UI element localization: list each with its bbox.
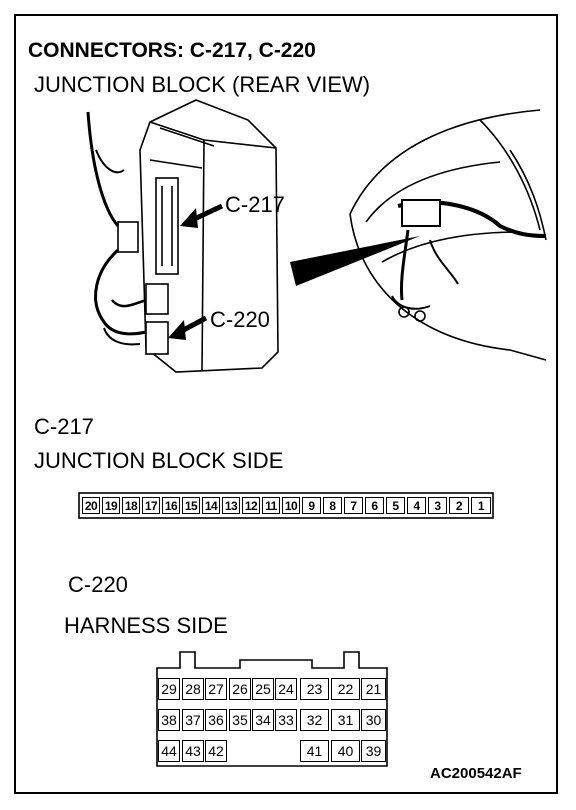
c220-pin: 43 [182,740,204,762]
c217-pin: 19 [102,497,120,514]
c220-pin: 34 [252,709,274,731]
c220-housing-lower [145,321,169,355]
c217-pin: 10 [282,497,300,514]
c217-pin: 17 [142,497,160,514]
c220-side-label: HARNESS SIDE [64,613,228,638]
c217-pin: 1 [471,497,491,514]
c217-side-label: JUNCTION BLOCK SIDE [34,448,284,473]
c220-pin: 38 [158,709,180,731]
c217-section-title: C-217 [34,414,94,439]
c217-housing [155,177,179,275]
figure-subtitle: JUNCTION BLOCK (REAR VIEW) [34,72,371,97]
c217-pin: 20 [82,497,100,514]
c220-housing-upper [145,283,169,315]
c217-pin: 8 [323,497,342,514]
c220-pin: 23 [300,678,329,700]
c217-pin: 4 [407,497,426,514]
c220-pin: 28 [182,678,204,700]
c217-pin: 12 [242,497,260,514]
c220-pin: 31 [331,709,360,731]
c220-pin: 21 [361,678,386,700]
dashboard-outline [349,109,541,215]
c217-pin: 15 [182,497,200,514]
c217-pin: 18 [122,497,140,514]
location-connector [401,199,441,227]
c220-pin: 32 [300,709,329,731]
c220-pin: 29 [158,678,180,700]
c217-pin: 9 [302,497,321,514]
c220-pin: 41 [300,740,329,762]
wire-harness [86,111,120,227]
figure-title: CONNECTORS: C-217, C-220 [28,39,316,62]
c217-pin: 11 [262,497,280,514]
c217-pin: 5 [386,497,405,514]
c217-callout-label: C-217 [225,192,285,217]
c220-pin: 37 [182,709,204,731]
c220-pin: 44 [158,740,180,762]
c217-connector-outline [78,492,494,519]
c220-connector-outline [156,651,388,767]
c217-pin: 7 [344,497,363,514]
c220-pin: 33 [275,709,297,731]
c220-pin: 27 [205,678,227,700]
c220-pin: 42 [205,740,227,762]
c217-pin: 14 [202,497,220,514]
c220-pin: 36 [205,709,227,731]
c220-section-title: C-220 [68,572,128,597]
c220-pin: 39 [361,740,386,762]
c220-pin: 24 [275,678,297,700]
c220-pin: 30 [361,709,386,731]
c217-pin: 2 [449,497,469,514]
figure-frame [14,14,558,794]
figure-code: AC200542AF [430,765,522,782]
c217-pin: 3 [428,497,447,514]
c220-pin: 25 [252,678,274,700]
c220-pin: 35 [229,709,251,731]
junction-block-body [139,99,279,373]
c220-pin: 26 [229,678,251,700]
location-pointer [290,236,420,286]
c217-pin: 6 [365,497,384,514]
c220-pin: 22 [331,678,360,700]
c217-pin: 13 [222,497,240,514]
c217-pin: 16 [162,497,180,514]
c220-pin: 40 [331,740,360,762]
c220-callout-label: C-220 [210,307,270,332]
